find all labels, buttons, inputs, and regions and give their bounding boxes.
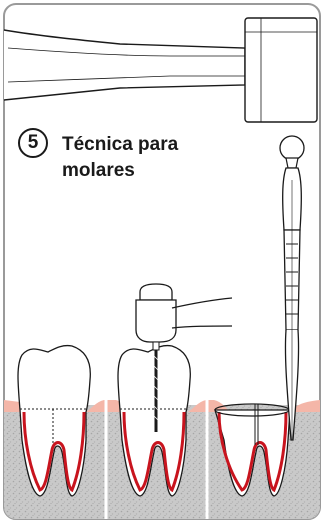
title-line-2: molares [62,160,135,181]
page-title: Técnica para molares [62,132,222,184]
osteotome-icon [279,135,305,441]
molar-tooth-1 [17,344,91,497]
handpiece-drill-icon [135,283,233,432]
molar-tooth-2 [117,344,191,497]
step-number: 5 [27,132,39,153]
title-line-1: Técnica para [62,134,179,155]
molar-tooth-3 [214,403,291,497]
mallet-icon [3,17,318,123]
step-number-badge: 5 [18,128,48,158]
